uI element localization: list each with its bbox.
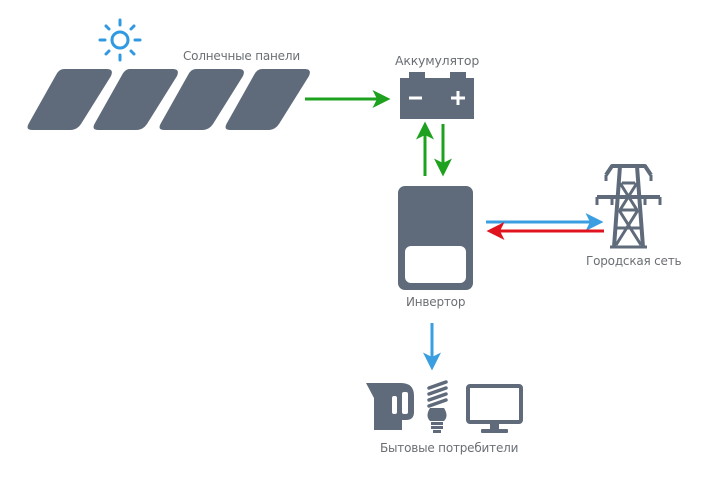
battery-label: Аккумулятор: [395, 53, 480, 68]
solar-panel-icon: [27, 69, 112, 130]
consumers-label: Бытовые потребители: [380, 441, 519, 455]
solar-panels: [27, 69, 310, 130]
inverter-label: Инвертор: [406, 295, 466, 309]
solar-panel-icon: [93, 69, 178, 130]
light-bulb-icon: [427, 380, 448, 433]
monitor-icon: [466, 384, 523, 433]
inverter-icon: [398, 186, 473, 290]
solar-panels-label: Солнечные панели: [183, 49, 300, 63]
grid-label: Городская сеть: [586, 254, 682, 268]
kettle-icon: [366, 383, 414, 430]
solar-panel-icon: [159, 69, 244, 130]
sun-icon: [98, 18, 142, 62]
power-tower-icon: [595, 164, 662, 249]
solar-panel-icon: [225, 69, 310, 130]
battery-icon: [400, 72, 474, 119]
